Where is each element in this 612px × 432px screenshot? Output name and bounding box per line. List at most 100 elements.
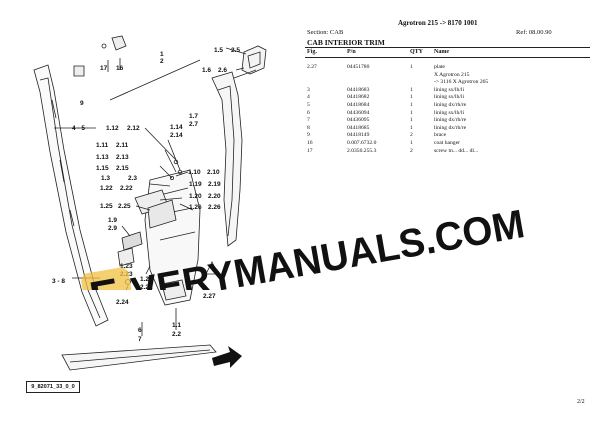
page-number: 2/2 [577,399,585,405]
reference-label: Ref: 08.00.90 [516,29,552,36]
label-2-26: 2.26 [208,204,221,211]
name-line: X Agrotron 215 [434,71,470,78]
label-2: 2 [160,58,164,65]
col-header-pn: P/n [347,49,356,55]
label-2-20: 2.20 [208,193,221,200]
cell-qty: 1 [410,139,413,146]
name-line: lining sx/lh/li [434,109,464,116]
label-1-10: 1.10 [188,169,201,176]
label-2-12: 2.12 [127,125,140,132]
label-1-7: 1.7 [189,113,198,120]
cell-qty: 2 [410,147,413,154]
label-17: 17 [100,65,108,72]
col-header-fig: Fig. [307,49,317,55]
label-2-19: 2.19 [208,181,221,188]
name-line: lining dx/rh/re [434,117,467,124]
label-1-26: 1.26 [189,204,202,211]
label-1: 1 [160,51,164,58]
label-3-8: 3 - 8 [52,278,65,285]
label-7: 7 [138,336,142,343]
cell-pn: 04436095 [347,117,370,124]
cell-pn: 04451780 [347,64,370,70]
cell-name: coat hanger [434,140,590,148]
cell-fig: 16 [307,139,313,146]
cell-pn: 04418682 [347,94,370,101]
label-2-21: 2.21 [140,284,153,291]
label-2-10: 2.10 [207,169,220,176]
section-label: Section: CAB [307,29,344,36]
label-2-11: 2.11 [116,142,129,149]
name-line: screw m... dd... dl... [434,147,479,154]
label-1-15: 1.15 [96,165,109,172]
cell-qty: 1 [410,109,413,116]
watermark-text: VERYMANUALS.COM [128,202,528,290]
label-1-1: 1.1 [172,322,181,329]
label-1-12: 1.12 [106,125,119,132]
cell-name: brace [434,132,590,140]
cell-pn: 2.0350.255.3 [347,147,377,154]
label-2-25: 2.25 [118,203,131,210]
watermark: E VERYMANUALS.COM [81,202,528,290]
cell-pn: 04418149 [347,132,370,139]
table-row: 7 04436095 1 lining dx/rh/re [307,117,590,125]
cell-fig: 7 [307,117,310,124]
name-line: coat hanger [434,139,460,146]
label-1-23: 1.23 [120,263,133,270]
label-2-3: 2.3 [128,175,137,182]
cell-qty: 1 [410,64,413,70]
label-2-7: 2.7 [189,121,198,128]
cell-fig: 17 [307,147,313,154]
label-2-13: 2.13 [116,154,129,161]
name-line: lining dx/rh/re [434,124,467,131]
label-16: 16 [116,65,124,72]
label-6: 6 [138,327,142,334]
label-4-5: 4 - 5 [72,125,85,132]
cell-fig: 6 [307,109,310,116]
table-row: 17 2.0350.255.3 2 screw m... dd... dl... [307,148,590,156]
cell-qty: 1 [410,94,413,101]
name-line: brace [434,132,447,139]
label-2-22: 2.22 [120,185,133,192]
label-2-14: 2.14 [170,132,183,139]
col-header-name: Name [434,49,449,55]
cell-qty: 1 [410,86,413,93]
label-1-20: 1.20 [189,193,202,200]
label-1-25: 1.25 [100,203,113,210]
label-1-5: 1.5 [214,47,223,54]
cell-name: lining dx/rh/re [434,117,590,125]
cell-fig: 8 [307,124,310,131]
drawing-id: 9_82071_33_0_0 [26,381,80,393]
cell-name: lining sx/lh/li [434,87,590,95]
label-2-9: 2.9 [108,225,117,232]
label-2-24: 2.24 [116,299,129,306]
cell-pn: 0.007.6732.0 [347,139,377,146]
cell-qty: 1 [410,117,413,124]
cell-qty: 2 [410,132,413,139]
cell-pn: 04418685 [347,124,370,131]
label-2-2: 2.2 [172,331,181,338]
label-1-9: 1.9 [108,217,117,224]
label-1-14: 1.14 [170,124,183,131]
exploded-parts-drawing: 17 16 1 2 9 1.5 2.5 1.6 2.6 4 - 5 1.12 2… [33,35,267,371]
label-2-15: 2.15 [116,165,129,172]
label-2-6: 2.6 [218,67,227,74]
cell-name: lining sx/lh/li [434,110,590,118]
document-title: Agrotron 215 -> 8170 1001 [398,19,478,27]
cell-qty: 1 [410,101,413,108]
label-1-11: 1.11 [96,142,109,149]
label-2-27: 2.27 [203,293,216,300]
name-line: lining dx/rh/re [434,101,467,108]
name-line: lining sx/lh/li [434,86,464,93]
cell-fig: 2.27 [307,64,317,70]
label-1-3: 1.3 [101,175,110,182]
label-2-5: 2.5 [231,47,240,54]
table-row: 16 0.007.6732.0 1 coat hanger [307,140,590,148]
label-1-22: 1.22 [100,185,113,192]
